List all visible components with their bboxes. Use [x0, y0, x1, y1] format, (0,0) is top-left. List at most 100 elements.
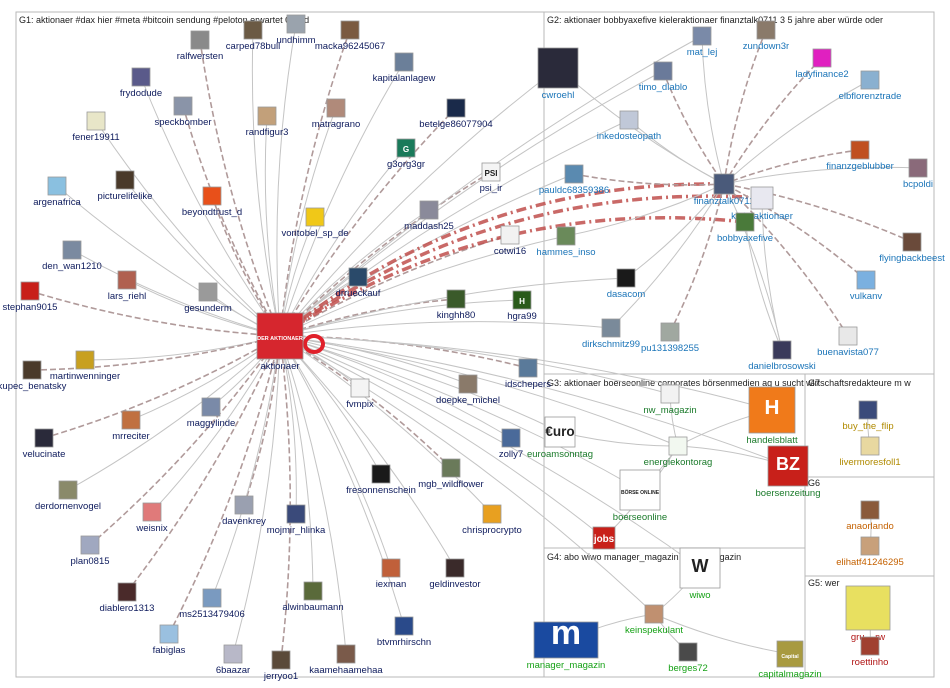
node-vulkanv[interactable]: vulkanv	[850, 270, 882, 302]
node-nw_magazin[interactable]: nw_magazin	[643, 384, 697, 416]
node-finanzgeblubber[interactable]: finanzgeblubber	[826, 140, 894, 172]
node-cotwi16[interactable]: cotwi16	[494, 225, 526, 257]
node-argenafrica[interactable]: argenafrica	[33, 176, 81, 208]
node-gesunderm[interactable]: gesunderm	[184, 282, 232, 314]
node-betelge86077904[interactable]: betelge86077904	[419, 98, 493, 130]
edge-hgra99-to-aktionaer	[279, 299, 523, 338]
node-jobs[interactable]: jobs	[592, 526, 616, 550]
node-btvmrhirschn[interactable]: btvmrhirschn	[377, 616, 431, 648]
node-fvmpix[interactable]: fvmpix	[346, 378, 374, 410]
node-grunw[interactable]: gru__rw	[845, 585, 891, 643]
node-avatar-timo_diablo	[653, 61, 673, 81]
node-drrueckauf[interactable]: drrueckauf	[336, 267, 381, 299]
node-picturelifelike[interactable]: picturelifelike	[98, 170, 153, 202]
node-zolly7[interactable]: zolly7	[499, 428, 523, 460]
node-label-undhimm: undhimm	[276, 35, 315, 46]
node-carped78bull[interactable]: carped78bull	[226, 20, 280, 52]
node-fresonnenschein[interactable]: fresonnenschein	[346, 464, 416, 496]
node-hammes_inso[interactable]: hammes_inso	[536, 226, 596, 258]
node-flyingbackbeest[interactable]: flyingbackbeest	[879, 232, 945, 264]
node-pu131398255[interactable]: pu131398255	[641, 322, 699, 354]
node-ralfwersten[interactable]: ralfwersten	[177, 30, 223, 62]
node-keinspekulant[interactable]: keinspekulant	[625, 604, 683, 636]
node-buenavista077[interactable]: buenavista077	[817, 326, 879, 358]
node-davenkrey[interactable]: davenkrey	[222, 495, 266, 527]
node-avatar-6baazar	[223, 644, 243, 664]
node-diablero1313[interactable]: diablero1313	[100, 582, 155, 614]
node-bobbyaxefive[interactable]: bobbyaxefive	[717, 212, 773, 244]
node-velucinate[interactable]: velucinate	[23, 428, 66, 460]
node-timo_diablo[interactable]: timo_diablo	[639, 61, 688, 93]
node-undhimm[interactable]: undhimm	[276, 14, 316, 46]
edge-g3org3gr-to-aktionaer	[279, 147, 407, 337]
node-ladyfinance2[interactable]: ladyfinance2	[795, 48, 849, 80]
node-stephan9015[interactable]: stephan9015	[3, 281, 58, 313]
node-kieleraktionaer[interactable]: kieleraktionaer	[731, 186, 793, 222]
node-maddash25[interactable]: maddash25	[404, 200, 454, 232]
node-matragrano[interactable]: matragrano	[312, 98, 361, 130]
node-roettinho[interactable]: roettinho	[852, 636, 889, 668]
node-inkedosteopath[interactable]: inkedosteopath	[597, 110, 661, 142]
node-buy_the_flip[interactable]: buy_the_flip	[842, 400, 894, 432]
node-elbflorenztrade[interactable]: elbflorenztrade	[839, 70, 902, 102]
node-jerryoo1[interactable]: jerryoo1	[263, 650, 298, 682]
node-frydodude[interactable]: frydodude	[120, 67, 162, 99]
node-dirkschmitz99[interactable]: dirkschmitz99	[582, 318, 640, 350]
node-finanztalk0711[interactable]: finanztalk0711	[694, 173, 755, 207]
node-martinwenninger[interactable]: martinwenninger	[50, 350, 120, 382]
node-mgb_wildflower[interactable]: mgb_wildflower	[418, 458, 484, 490]
node-idschepers[interactable]: idschepers	[505, 358, 551, 390]
node-doepke_michel[interactable]: doepke_michel	[436, 374, 500, 406]
node-kupec_benatsky[interactable]: kupec_benatsky	[0, 360, 67, 392]
node-mat_lej[interactable]: mat_lej	[687, 26, 718, 58]
node-alwinbaumann[interactable]: alwinbaumann	[282, 581, 344, 613]
node-mojmir_hlinka[interactable]: mojmir_hlinka	[267, 504, 326, 536]
node-vontobel_sp_de[interactable]: vontobel_sp_de	[281, 207, 349, 239]
node-danielbrosowski[interactable]: danielbrosowski	[748, 340, 816, 372]
node-elihatf41246295[interactable]: elihatf41246295	[836, 536, 904, 568]
node-berges72[interactable]: berges72	[668, 642, 708, 674]
node-label-finanzgeblubber: finanzgeblubber	[826, 161, 894, 172]
node-randfigur3[interactable]: randfigur3	[246, 106, 289, 138]
node-beyondtrust_d[interactable]: beyondtrust_d	[182, 186, 242, 218]
node-kinghh80[interactable]: kinghh80	[437, 289, 476, 321]
node-mrreciter[interactable]: mrreciter	[112, 410, 150, 442]
node-derdornenvogel[interactable]: derdornenvogel	[35, 480, 101, 512]
node-lars_riehl[interactable]: lars_riehl	[108, 270, 147, 302]
node-speckbomber[interactable]: speckbomber	[154, 96, 212, 128]
node-macka96245067[interactable]: macka96245067	[315, 20, 385, 52]
node-chrisprocrypto[interactable]: chrisprocrypto	[462, 504, 522, 536]
node-maggylinde[interactable]: maggylinde	[187, 397, 236, 429]
node-geldinvestor[interactable]: geldinvestor	[429, 558, 481, 590]
node-weisnix[interactable]: weisnix	[135, 502, 168, 534]
node-ms2513479406[interactable]: ms2513479406	[179, 588, 245, 620]
node-livermoresfoll1[interactable]: livermoresfoll1	[839, 436, 901, 468]
node-anaorlando[interactable]: anaorlando	[846, 500, 894, 532]
node-pauldc68359386[interactable]: pauldc68359386	[539, 164, 609, 196]
node-fabiglas[interactable]: fabiglas	[153, 624, 186, 656]
node-kapitalanlagew[interactable]: kapitalanlagew	[373, 52, 436, 84]
node-fener19911[interactable]: fener19911	[72, 111, 120, 143]
node-energiekontorag[interactable]: energiekontorag	[644, 436, 713, 468]
node-iexman[interactable]: iexman	[376, 558, 407, 590]
node-kaamehaamehaa[interactable]: kaamehaamehaa	[309, 644, 383, 676]
node-6baazar[interactable]: 6baazar	[216, 644, 250, 676]
node-den_wan1210[interactable]: den_wan1210	[42, 240, 102, 272]
node-avatar-doepke_michel	[458, 374, 478, 394]
node-bcpoldi[interactable]: bcpoldi	[903, 158, 933, 190]
node-cwroehl[interactable]: cwroehl	[537, 47, 579, 101]
node-zundown3r[interactable]: zundown3r	[743, 20, 789, 52]
node-plan0815[interactable]: plan0815	[70, 535, 110, 567]
node-dasacom[interactable]: dasacom	[607, 268, 646, 300]
